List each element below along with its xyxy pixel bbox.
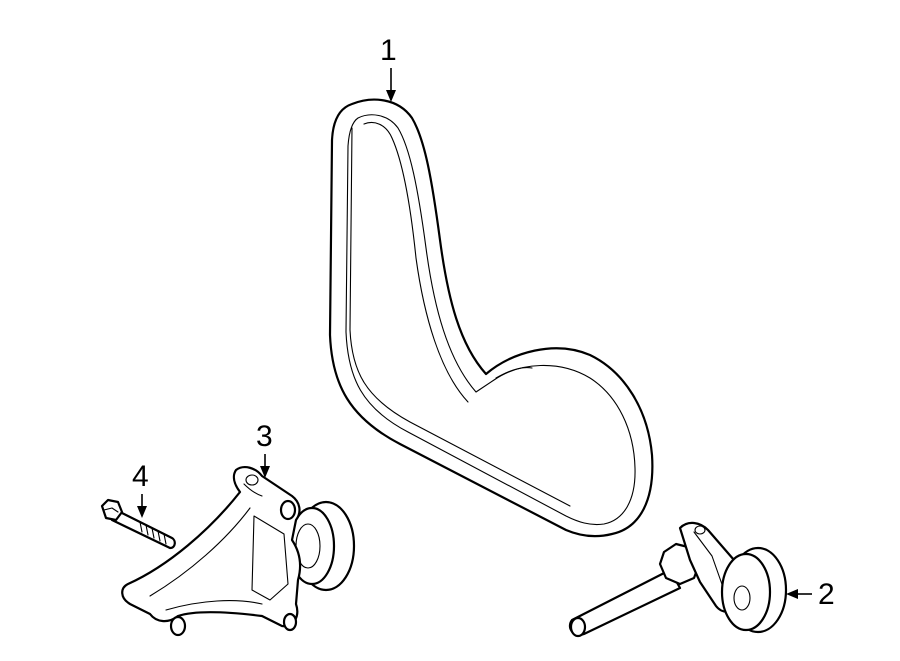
callout-label-1: 1 xyxy=(380,34,397,67)
callout-3: 3 xyxy=(256,420,273,478)
tensioner-bracket[interactable] xyxy=(121,466,356,637)
callout-4: 4 xyxy=(132,460,149,518)
arrowhead-1 xyxy=(386,90,396,102)
callout-1: 1 xyxy=(380,34,397,102)
belt-tensioner[interactable] xyxy=(568,521,788,638)
serpentine-belt[interactable] xyxy=(328,98,654,538)
arrowhead-4 xyxy=(137,506,147,518)
callout-label-3: 3 xyxy=(256,420,273,453)
arrowhead-2 xyxy=(786,589,798,599)
callout-label-4: 4 xyxy=(132,460,149,493)
arrowhead-3 xyxy=(260,466,270,478)
bolt[interactable] xyxy=(100,498,176,550)
callout-label-2: 2 xyxy=(818,578,835,611)
callout-2: 2 xyxy=(786,578,835,611)
